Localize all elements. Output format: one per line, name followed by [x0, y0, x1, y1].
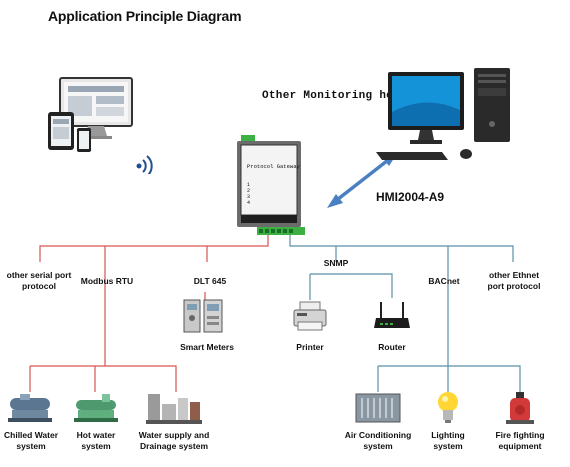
monitoring-host-label: Other Monitoring host [262, 90, 407, 102]
gateway-screen-line: 1 [247, 182, 251, 188]
device-fire-fighting-label: Fire fighting equipment [495, 430, 545, 451]
gateway-screen-line: 2 [247, 188, 251, 194]
protocol-other-serial-label: other serial port protocol [6, 270, 72, 291]
gateway-screen-title: Protocol Gateway [247, 163, 300, 170]
desktop-computer-icon [376, 68, 510, 160]
protocol-other-ethernet-label: other Ethnet port protocol [487, 270, 541, 291]
protocol-dlt645-label: DLT 645 [193, 276, 227, 286]
ethernet-bus [289, 230, 521, 392]
device-air-conditioning-label: Air Conditioning system [344, 430, 412, 451]
hot-water-icon [74, 394, 118, 422]
smart-meter-icon [183, 299, 223, 333]
page-title: Application Principle Diagram [48, 8, 242, 24]
printer-icon [293, 301, 327, 331]
device-hot-water-label: Hot water system [76, 430, 116, 451]
gateway-screen-lines: 1 2 3 4 [247, 182, 250, 206]
gateway-model-label: HMI2004-A9 [376, 190, 445, 204]
device-smart-meters-label: Smart Meters [180, 342, 234, 352]
device-chilled-water-label: Chilled Water system [4, 430, 58, 451]
gateway-screen-line: 3 [247, 194, 251, 200]
serial-bus [29, 230, 269, 392]
device-water-supply-label: Water supply and Drainage system [138, 430, 210, 451]
monitor-tablet-phone-icon [48, 77, 133, 152]
fire-extinguisher-icon [506, 392, 534, 424]
light-bulb-icon [438, 392, 458, 423]
device-lighting-label: Lighting system [431, 430, 465, 451]
gateway-device [237, 135, 305, 235]
protocol-snmp-label: SNMP [323, 258, 349, 268]
device-printer-label: Printer [296, 342, 324, 352]
water-pump-icon [146, 394, 202, 424]
air-conditioner-icon [355, 393, 401, 423]
chiller-icon [8, 394, 52, 422]
router-icon [374, 302, 410, 328]
protocol-bacnet-label: BACnet [428, 276, 460, 286]
gateway-screen-line: 4 [247, 200, 251, 206]
protocol-modbus-rtu-label: Modbus RTU [80, 276, 134, 286]
device-router-label: Router [378, 342, 406, 352]
wifi-icon [136, 155, 153, 174]
